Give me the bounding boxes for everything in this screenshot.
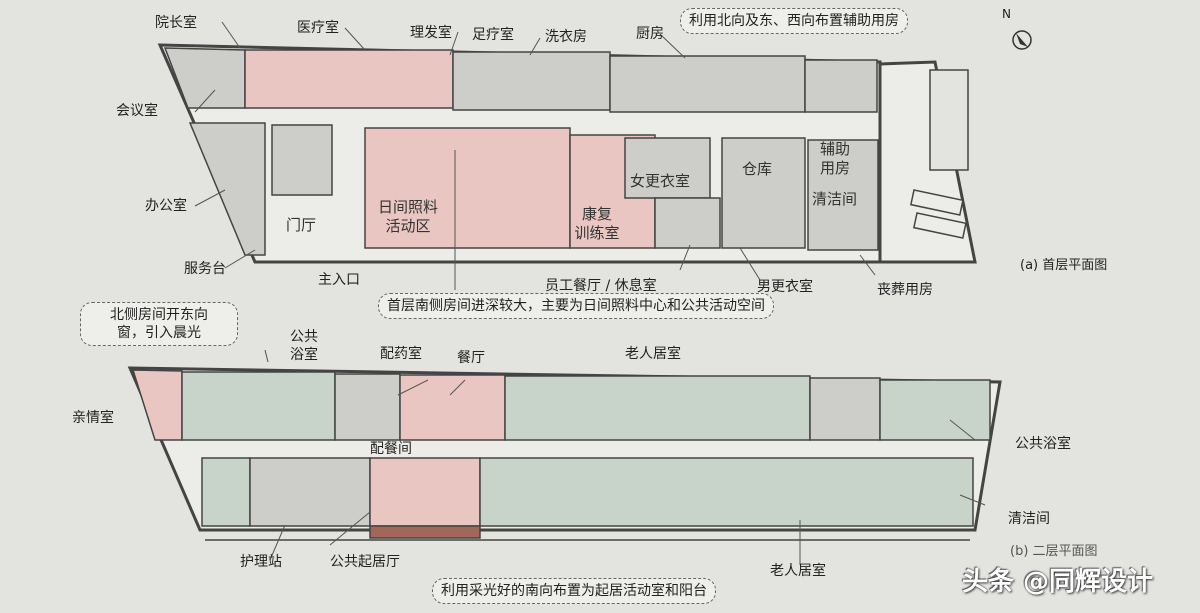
label-elder-room-bottom: 老人居室 — [770, 563, 826, 579]
label-day-care: 日间照料活动区 — [370, 198, 446, 236]
label-staff-dining: 员工餐厅 / 休息室 — [545, 278, 657, 294]
south-balcony-strip — [369, 525, 481, 539]
label-rehab: 康复训练室 — [572, 205, 622, 243]
label-storage: 仓库 — [742, 160, 773, 178]
callout-left-line1: 北侧房间开东向 — [110, 307, 208, 323]
rehab-line2: 训练室 — [574, 224, 620, 242]
label-female-locker: 女更衣室 — [630, 172, 691, 190]
living-hall — [369, 457, 481, 527]
pink-north-rooms — [244, 49, 454, 109]
north-arrow-icon — [1012, 30, 1032, 50]
label-lobby: 门厅 — [286, 216, 317, 234]
north-elder-rooms-west — [181, 371, 336, 441]
dining-room — [399, 374, 506, 441]
label-pharmacy: 配药室 — [380, 346, 422, 362]
floor2-callout-left: 北侧房间开东向窗，引入晨光 — [80, 302, 238, 346]
laundry-rooms — [452, 51, 611, 111]
floor2-callout-bottom: 利用采光好的南向布置为起居活动室和阳台 — [432, 578, 716, 604]
floor1-caption: (a) 首层平面图 — [1020, 258, 1108, 273]
floor2-caption: (b) 二层平面图 — [1010, 544, 1098, 559]
day-care-area — [364, 127, 571, 249]
label-public-bath-right: 公共浴室 — [1015, 436, 1071, 452]
lobby-stair — [271, 124, 333, 196]
label-funeral: 丧葬用房 — [877, 282, 933, 298]
label-elder-room-top: 老人居室 — [625, 346, 681, 362]
kitchen-rooms — [609, 55, 806, 113]
meeting-room — [163, 47, 246, 109]
label-living-hall: 公共起居厅 — [330, 554, 400, 570]
label-laundry: 洗衣房 — [545, 29, 587, 45]
label-foot-care: 足疗室 — [472, 27, 514, 43]
label-cleaning-1f: 清洁间 — [812, 190, 858, 208]
label-dining: 餐厅 — [457, 350, 485, 366]
floor1-callout-top: 利用北向及东、西向布置辅助用房 — [680, 8, 908, 34]
storage — [721, 137, 806, 249]
staff-dining — [654, 197, 721, 249]
label-serving: 配餐间 — [370, 441, 412, 457]
north-stair — [804, 59, 878, 113]
watermark: 头条 @同辉设计 — [962, 567, 1154, 597]
label-aux: 辅助用房 — [815, 140, 855, 178]
label-clinic: 医疗室 — [297, 20, 339, 36]
label-barber: 理发室 — [410, 25, 452, 41]
office-rooms — [188, 122, 266, 256]
label-dean-office: 院长室 — [155, 15, 197, 31]
parking-bay — [909, 189, 964, 216]
floor2-plan — [127, 366, 1002, 541]
south-elder-rooms — [479, 457, 974, 527]
label-kitchen: 厨房 — [636, 26, 664, 42]
south-room-west — [201, 457, 251, 527]
north-stair-2 — [809, 377, 881, 441]
leader-lines — [194, 21, 986, 565]
north-label: N — [1002, 7, 1011, 21]
family-room — [131, 369, 183, 441]
public-bath-line2: 浴室 — [290, 347, 318, 363]
aux-rooms — [807, 139, 879, 251]
parking-bay — [912, 212, 967, 239]
aux-line1: 辅助 — [819, 140, 850, 158]
label-office: 办公室 — [145, 198, 187, 214]
female-locker — [624, 137, 711, 199]
day-care-line1: 日间照料 — [377, 198, 438, 216]
wing-void — [929, 69, 969, 171]
north-elder-rooms-end — [879, 379, 991, 441]
floor1-plan — [157, 43, 977, 264]
label-nurse-station: 护理站 — [240, 554, 282, 570]
north-elder-rooms-east — [504, 375, 811, 441]
nurse-station — [249, 457, 371, 527]
aux-line2: 用房 — [819, 159, 850, 177]
label-male-locker: 男更衣室 — [757, 279, 813, 295]
label-family-room: 亲情室 — [72, 410, 114, 426]
day-care-line2: 活动区 — [385, 217, 431, 235]
label-cleaning-2f: 清洁间 — [1008, 511, 1050, 527]
rehab-line1: 康复 — [581, 205, 612, 223]
floor1-callout-bottom: 首层南侧房间进深较大，主要为日间照料中心和公共活动空间 — [378, 293, 774, 319]
callout-left-line2: 窗，引入晨光 — [117, 325, 201, 341]
public-bath-line1: 公共 — [290, 329, 318, 345]
label-main-entrance: 主入口 — [318, 272, 360, 288]
label-meeting: 会议室 — [116, 103, 158, 119]
public-bath — [334, 373, 401, 441]
label-service-desk: 服务台 — [184, 261, 226, 277]
label-public-bath: 公共浴室 — [290, 328, 318, 364]
